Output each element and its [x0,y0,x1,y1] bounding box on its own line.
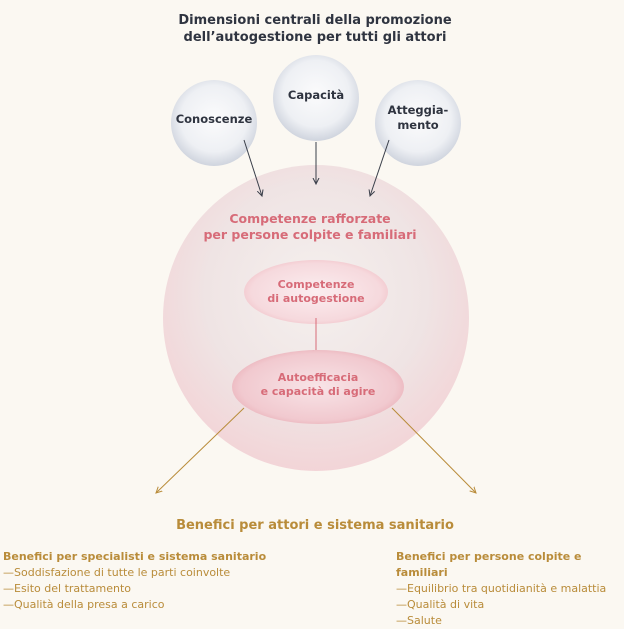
benefits-list-left: Benefici per specialisti e sistema sanit… [3,549,303,613]
list-item: —Soddisfazione di tutte le parti coinvol… [3,565,231,579]
list-item: —Equilibrio tra quotidianità e malattia [396,581,607,595]
bubble-label-conoscenze: Conoscenze [175,112,253,126]
bubble-label-atteggiamento: Atteggia- mento [387,103,449,132]
center-title: Competenze rafforzate per persone colpit… [203,211,417,243]
list-item: —Qualità di vita [396,597,485,611]
bubble-label-capacita: Capacità [287,88,345,102]
bubble-atteggiamento [375,80,461,166]
diagram-title: Dimensioni centrali della promozione del… [178,13,452,45]
list-heading: Benefici per specialisti e sistema sanit… [3,550,267,563]
arrow-benefits-right [391,407,476,493]
list-item: —Esito del trattamento [3,581,132,595]
ellipse-autoefficacia [232,350,404,424]
bubble-conoscenze [171,80,257,166]
inner-label-bottom: Autoefficacia e capacità di agire [260,371,376,399]
list-item: —Salute [396,613,442,627]
arrow-atteggiamento [370,139,390,196]
bubble-capacita [273,55,359,141]
inner-label-top: Competenze di autogestione [267,278,365,306]
list-heading: Benefici per persone colpite e familiari [396,550,582,579]
ellipse-competenze-autogestione [244,260,388,324]
benefits-list-right: Benefici per persone colpite e familiari… [396,549,622,629]
benefits-title: Benefici per attori e sistema sanitario [176,518,454,533]
arrow-benefits-left [156,407,245,493]
arrow-conoscenze [243,139,262,196]
list-item: —Qualità della presa a carico [3,597,165,611]
